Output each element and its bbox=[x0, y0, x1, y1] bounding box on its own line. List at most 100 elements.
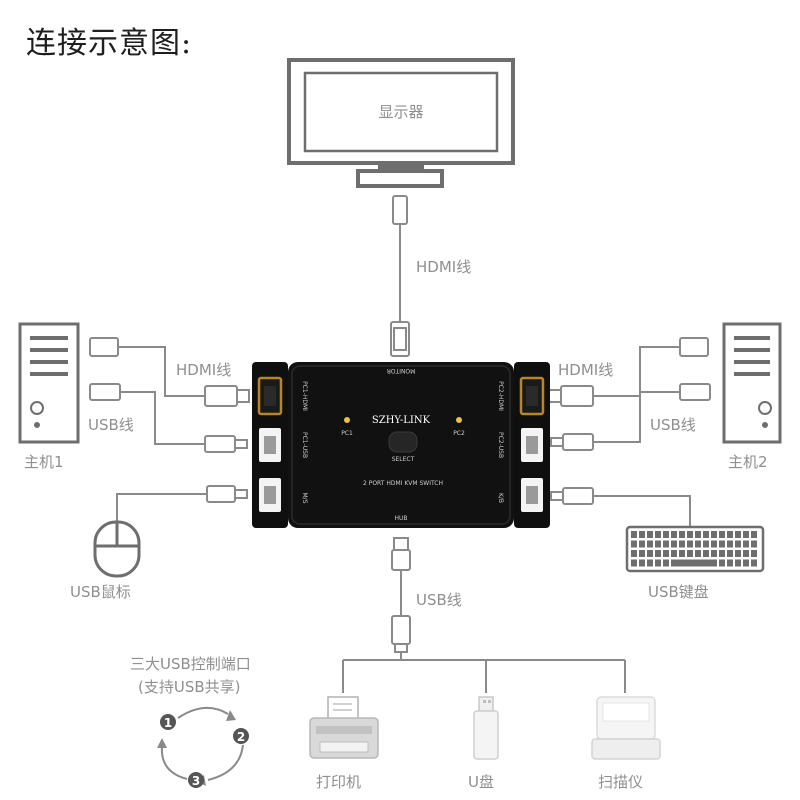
keyboard-key bbox=[735, 540, 741, 548]
hdmi-cable-left-label: HDMI线 bbox=[176, 361, 232, 379]
select-label: SELECT bbox=[392, 456, 415, 463]
usb-cable-right-label: USB线 bbox=[650, 416, 696, 434]
usb-share-cycle: 1 2 3 bbox=[157, 707, 249, 788]
keyboard-key bbox=[751, 531, 757, 538]
monitor-label: 显示器 bbox=[378, 103, 423, 121]
cycle-step-2 bbox=[233, 728, 249, 744]
keyboard-key bbox=[687, 531, 693, 538]
switch-hub-label: HUB bbox=[394, 515, 407, 522]
keyboard-key bbox=[655, 531, 661, 538]
keyboard-key bbox=[687, 550, 693, 557]
ms-text: M/S bbox=[301, 492, 308, 503]
mouse-label: USB鼠标 bbox=[70, 583, 131, 601]
keyboard-key bbox=[655, 550, 661, 557]
host-1-icon bbox=[18, 322, 80, 444]
cycle-step-2-number: 2 bbox=[237, 730, 245, 744]
host-1-label: 主机1 bbox=[24, 453, 64, 471]
cycle-step-1 bbox=[160, 714, 176, 730]
keyboard-key bbox=[639, 540, 645, 548]
keyboard-key bbox=[727, 531, 733, 538]
hdmi-cable-right bbox=[548, 337, 709, 407]
keyboard-key bbox=[703, 550, 709, 557]
pc2-led bbox=[456, 417, 462, 423]
keyboard-key bbox=[695, 540, 701, 548]
usb-cable-right bbox=[550, 383, 711, 451]
printer-label: 打印机 bbox=[316, 773, 362, 791]
switch-monitor-text: MONITOR bbox=[387, 367, 416, 374]
keyboard-key bbox=[719, 559, 725, 567]
keyboard-key bbox=[751, 550, 757, 557]
keyboard-key bbox=[631, 559, 637, 567]
keyboard-key bbox=[671, 531, 677, 538]
switch-model: 2 PORT HDMI KVM SWITCH bbox=[363, 480, 443, 487]
monitor-icon bbox=[287, 58, 515, 188]
keyboard-key bbox=[703, 540, 709, 548]
kb-text: K/B bbox=[497, 493, 504, 503]
usb-ports-note-line2: (支持USB共享) bbox=[138, 678, 241, 696]
keyboard-key bbox=[719, 540, 725, 548]
pc2-usb-text: PC2-USB bbox=[497, 432, 504, 458]
keyboard-key bbox=[735, 550, 741, 557]
keyboard-key bbox=[679, 540, 685, 548]
usb-cable-left-label: USB线 bbox=[88, 416, 134, 434]
keyboard-key bbox=[735, 531, 741, 538]
pc1-led bbox=[344, 417, 350, 423]
cycle-step-3 bbox=[188, 772, 204, 788]
keyboard-key bbox=[711, 540, 717, 548]
keyboard-spacebar bbox=[671, 559, 717, 567]
keyboard-key bbox=[751, 559, 757, 567]
mouse-cable bbox=[116, 485, 248, 524]
mouse-icon bbox=[93, 520, 141, 578]
cycle-step-3-number: 3 bbox=[192, 774, 200, 788]
keyboard-key bbox=[655, 540, 661, 548]
keyboard-key bbox=[687, 540, 693, 548]
host-2-icon bbox=[722, 322, 782, 444]
keyboard-key bbox=[711, 550, 717, 557]
printer-icon bbox=[309, 696, 379, 759]
keyboard-key bbox=[743, 559, 749, 567]
usb-cable-bottom bbox=[391, 537, 411, 653]
keyboard-key bbox=[751, 540, 757, 548]
kvm-switch: MONITOR SZHY-LINK PC1 PC2 SELECT 2 PORT … bbox=[252, 362, 550, 528]
keyboard-key bbox=[743, 550, 749, 557]
keyboard-key bbox=[631, 531, 637, 538]
host-2-label: 主机2 bbox=[728, 453, 768, 471]
keyboard-key bbox=[655, 559, 661, 567]
keyboard-key bbox=[639, 559, 645, 567]
keyboard-key bbox=[727, 540, 733, 548]
keyboard-key bbox=[679, 531, 685, 538]
usb-ports-note-line1: 三大USB控制端口 bbox=[130, 655, 251, 673]
keyboard-key bbox=[671, 540, 677, 548]
keyboard-cable bbox=[550, 487, 691, 528]
keyboard-key bbox=[663, 559, 669, 567]
keyboard-key bbox=[743, 531, 749, 538]
pc2-hdmi-text: PC2-HDMI bbox=[497, 381, 504, 411]
keyboard-key bbox=[631, 550, 637, 557]
usb-cable-bottom-label: USB线 bbox=[416, 591, 462, 609]
keyboard-key bbox=[639, 550, 645, 557]
hdmi-cable-top-label: HDMI线 bbox=[416, 258, 472, 276]
pc1-usb-text: PC1-USB bbox=[301, 432, 308, 458]
keyboard-key bbox=[719, 550, 725, 557]
scanner-icon bbox=[591, 696, 661, 760]
usb-cable-left bbox=[89, 383, 248, 453]
usb-drive-icon bbox=[473, 696, 499, 760]
keyboard-key bbox=[647, 531, 653, 538]
keyboard-key bbox=[663, 531, 669, 538]
keyboard-key bbox=[735, 559, 741, 567]
scanner-label: 扫描仪 bbox=[598, 773, 644, 791]
keyboard-key bbox=[743, 540, 749, 548]
keyboard-key bbox=[703, 531, 709, 538]
hdmi-cable-right-label: HDMI线 bbox=[558, 361, 614, 379]
keyboard-key bbox=[663, 540, 669, 548]
keyboard-key bbox=[695, 531, 701, 538]
pc2-label: PC2 bbox=[453, 430, 465, 437]
keyboard-key bbox=[695, 550, 701, 557]
diagram-title: 连接示意图: bbox=[26, 26, 193, 61]
keyboard-key bbox=[647, 540, 653, 548]
keyboard-key bbox=[727, 559, 733, 567]
usb-hub-tree bbox=[342, 652, 626, 693]
pc1-hdmi-text: PC1-HDMI bbox=[301, 381, 308, 411]
keyboard-key bbox=[719, 531, 725, 538]
pc1-label: PC1 bbox=[341, 430, 353, 437]
